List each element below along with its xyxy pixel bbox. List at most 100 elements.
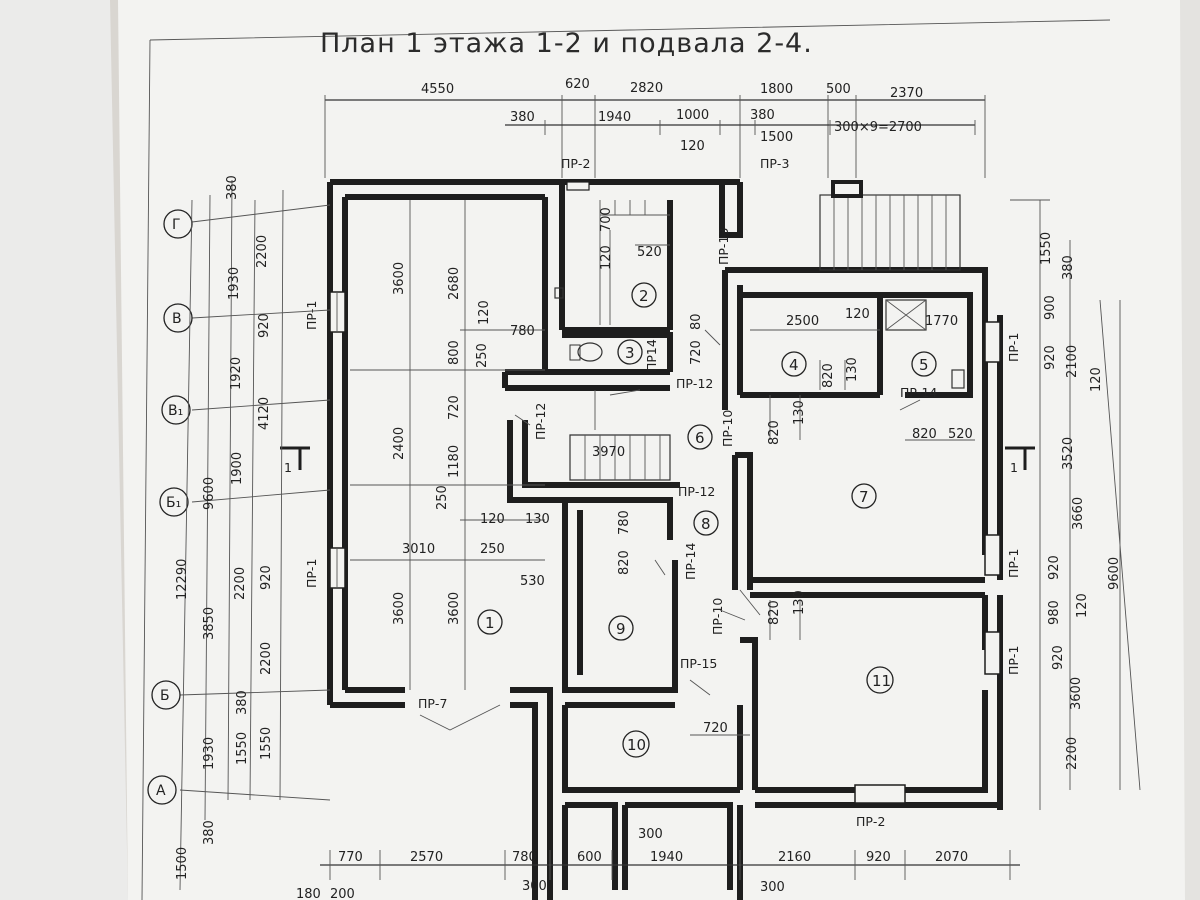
dim-right: 900 [1043,295,1058,320]
dim-right: 2200 [1065,737,1080,770]
dim-int-9: 1180 [447,445,462,478]
dim-int-6: 250 [475,343,490,368]
dim-int-21: 80 [689,313,704,330]
door-label: ПР-14 [900,385,937,400]
dim-right: 3600 [1069,677,1084,710]
door-label: ПР-1 [304,559,319,588]
dim-left: 1500 [175,847,190,880]
dim-left: 1930 [227,267,242,300]
room-number: 9 [616,620,626,638]
dim-int-31: 820 [912,427,937,442]
paper-sheet [118,0,1200,900]
door-label: ПР-7 [418,696,447,711]
room-number: 2 [639,287,649,305]
room-number: 3 [625,344,635,362]
door-label: ПР-15 [680,656,717,671]
dim-int-29: 820 [767,420,782,445]
plan-title: План 1 этажа 1-2 и подвала 2-4. [320,28,813,59]
room-number: 6 [695,429,705,447]
dim-top2-1: 380 [510,110,535,125]
axis-label: А [156,783,166,799]
dim-int-32: 520 [948,427,973,442]
room-number: 5 [919,356,929,374]
door-label: ПР14 [644,339,659,372]
sheet-frame [141,19,1111,900]
dim-top2-5: 1500 [760,130,793,145]
staircase-top-right [819,180,961,271]
door-label: ПР-1 [304,301,319,330]
dim-int-17: 3600 [447,592,462,625]
axis-label: В [172,311,182,327]
door-label: ПР-1 [1006,646,1021,675]
dim-left: 1920 [229,357,244,390]
door-label: ПР-1 [1006,333,1021,362]
dim-left: 3850 [202,607,217,640]
dim-int-16: 3600 [392,592,407,625]
room-number: 11 [872,672,891,690]
right-page-edge [1180,0,1200,900]
axis-label: В₁ [168,403,183,419]
dim-bottom-extra: 180 [296,887,321,900]
dim-right: 920 [1047,555,1062,580]
dim-bottom-extra: 300 [638,827,663,842]
right-dimension-chains: 9600 3660 3520 2100 3600 1550 380 900 92… [1010,199,1141,810]
door-label: ПР-1 [1006,549,1021,578]
dim-top-4: 1800 [760,82,793,97]
dim-int-20: 520 [637,245,662,260]
dim-top2-6: 300×9=2700 [834,120,922,135]
room-markers: 1 2 3 4 5 6 7 8 9 10 11 [477,282,937,758]
door-label: ПР-13 [716,228,731,265]
axis-label: Б₁ [166,495,181,511]
axis-label: Б [160,688,170,704]
door-label: ПР-2 [856,814,885,829]
dim-int-4: 780 [510,324,535,339]
room-number: 10 [627,736,646,754]
dim-int-22: 720 [689,340,704,365]
dim-bottom-extra: 300 [760,880,785,895]
room-number: 7 [859,488,869,506]
dim-left: 2200 [255,235,270,268]
staircase-center [569,200,671,481]
left-axis-markers: Г В В₁ Б₁ Б А [147,204,331,805]
dim-bottom: 770 [338,850,363,865]
section-mark-right: 1 [1010,460,1018,475]
dim-top2-4: 380 [750,108,775,123]
dim-int-2: 2680 [447,267,462,300]
dim-int-8: 720 [447,395,462,420]
door-label: ПР-2 [561,156,590,171]
dim-bottom: 2570 [410,850,443,865]
dim-bottom-extra: 200 [330,887,355,900]
dim-left: 920 [259,565,274,590]
dim-right: 920 [1051,645,1066,670]
dim-int-34: 820 [617,550,632,575]
dim-int-27: 820 [821,363,836,388]
dim-top-6: 2370 [890,86,923,101]
dim-bottom-extra: 300 [522,879,547,894]
dim-int-24: 2500 [786,314,819,329]
dim-left: 380 [225,175,240,200]
dim-int-23: 3970 [592,445,625,460]
door-labels: ПР-2 ПР-3 ПР-13 ПР-1 ПР-12 ПР14 ПР-12 ПР… [304,156,1021,829]
fixtures [554,287,965,389]
dim-bottom: 2070 [935,850,968,865]
door-label: ПР-10 [720,410,735,447]
door-label: ПР-10 [710,598,725,635]
dim-int-14: 250 [480,542,505,557]
dim-left: 4120 [257,397,272,430]
dim-int-12: 130 [525,512,550,527]
dim-top-2: 620 [565,77,590,92]
room-number: 8 [701,515,711,533]
dim-left: 380 [235,690,250,715]
door-label: ПР-14 [683,543,698,580]
dim-right: 920 [1043,345,1058,370]
dim-bottom: 600 [577,850,602,865]
dim-int-26: 1770 [925,314,958,329]
door-label: ПР-12 [678,484,715,499]
door-label: ПР-3 [760,156,789,171]
dim-top-5: 500 [826,82,851,97]
dim-bottom: 1940 [650,850,683,865]
dim-right: 3520 [1061,437,1076,470]
interior-dimensions: 3600 2680 120 780 800 250 2400 720 1180 … [392,207,973,736]
door-label: ПР-12 [676,376,713,391]
